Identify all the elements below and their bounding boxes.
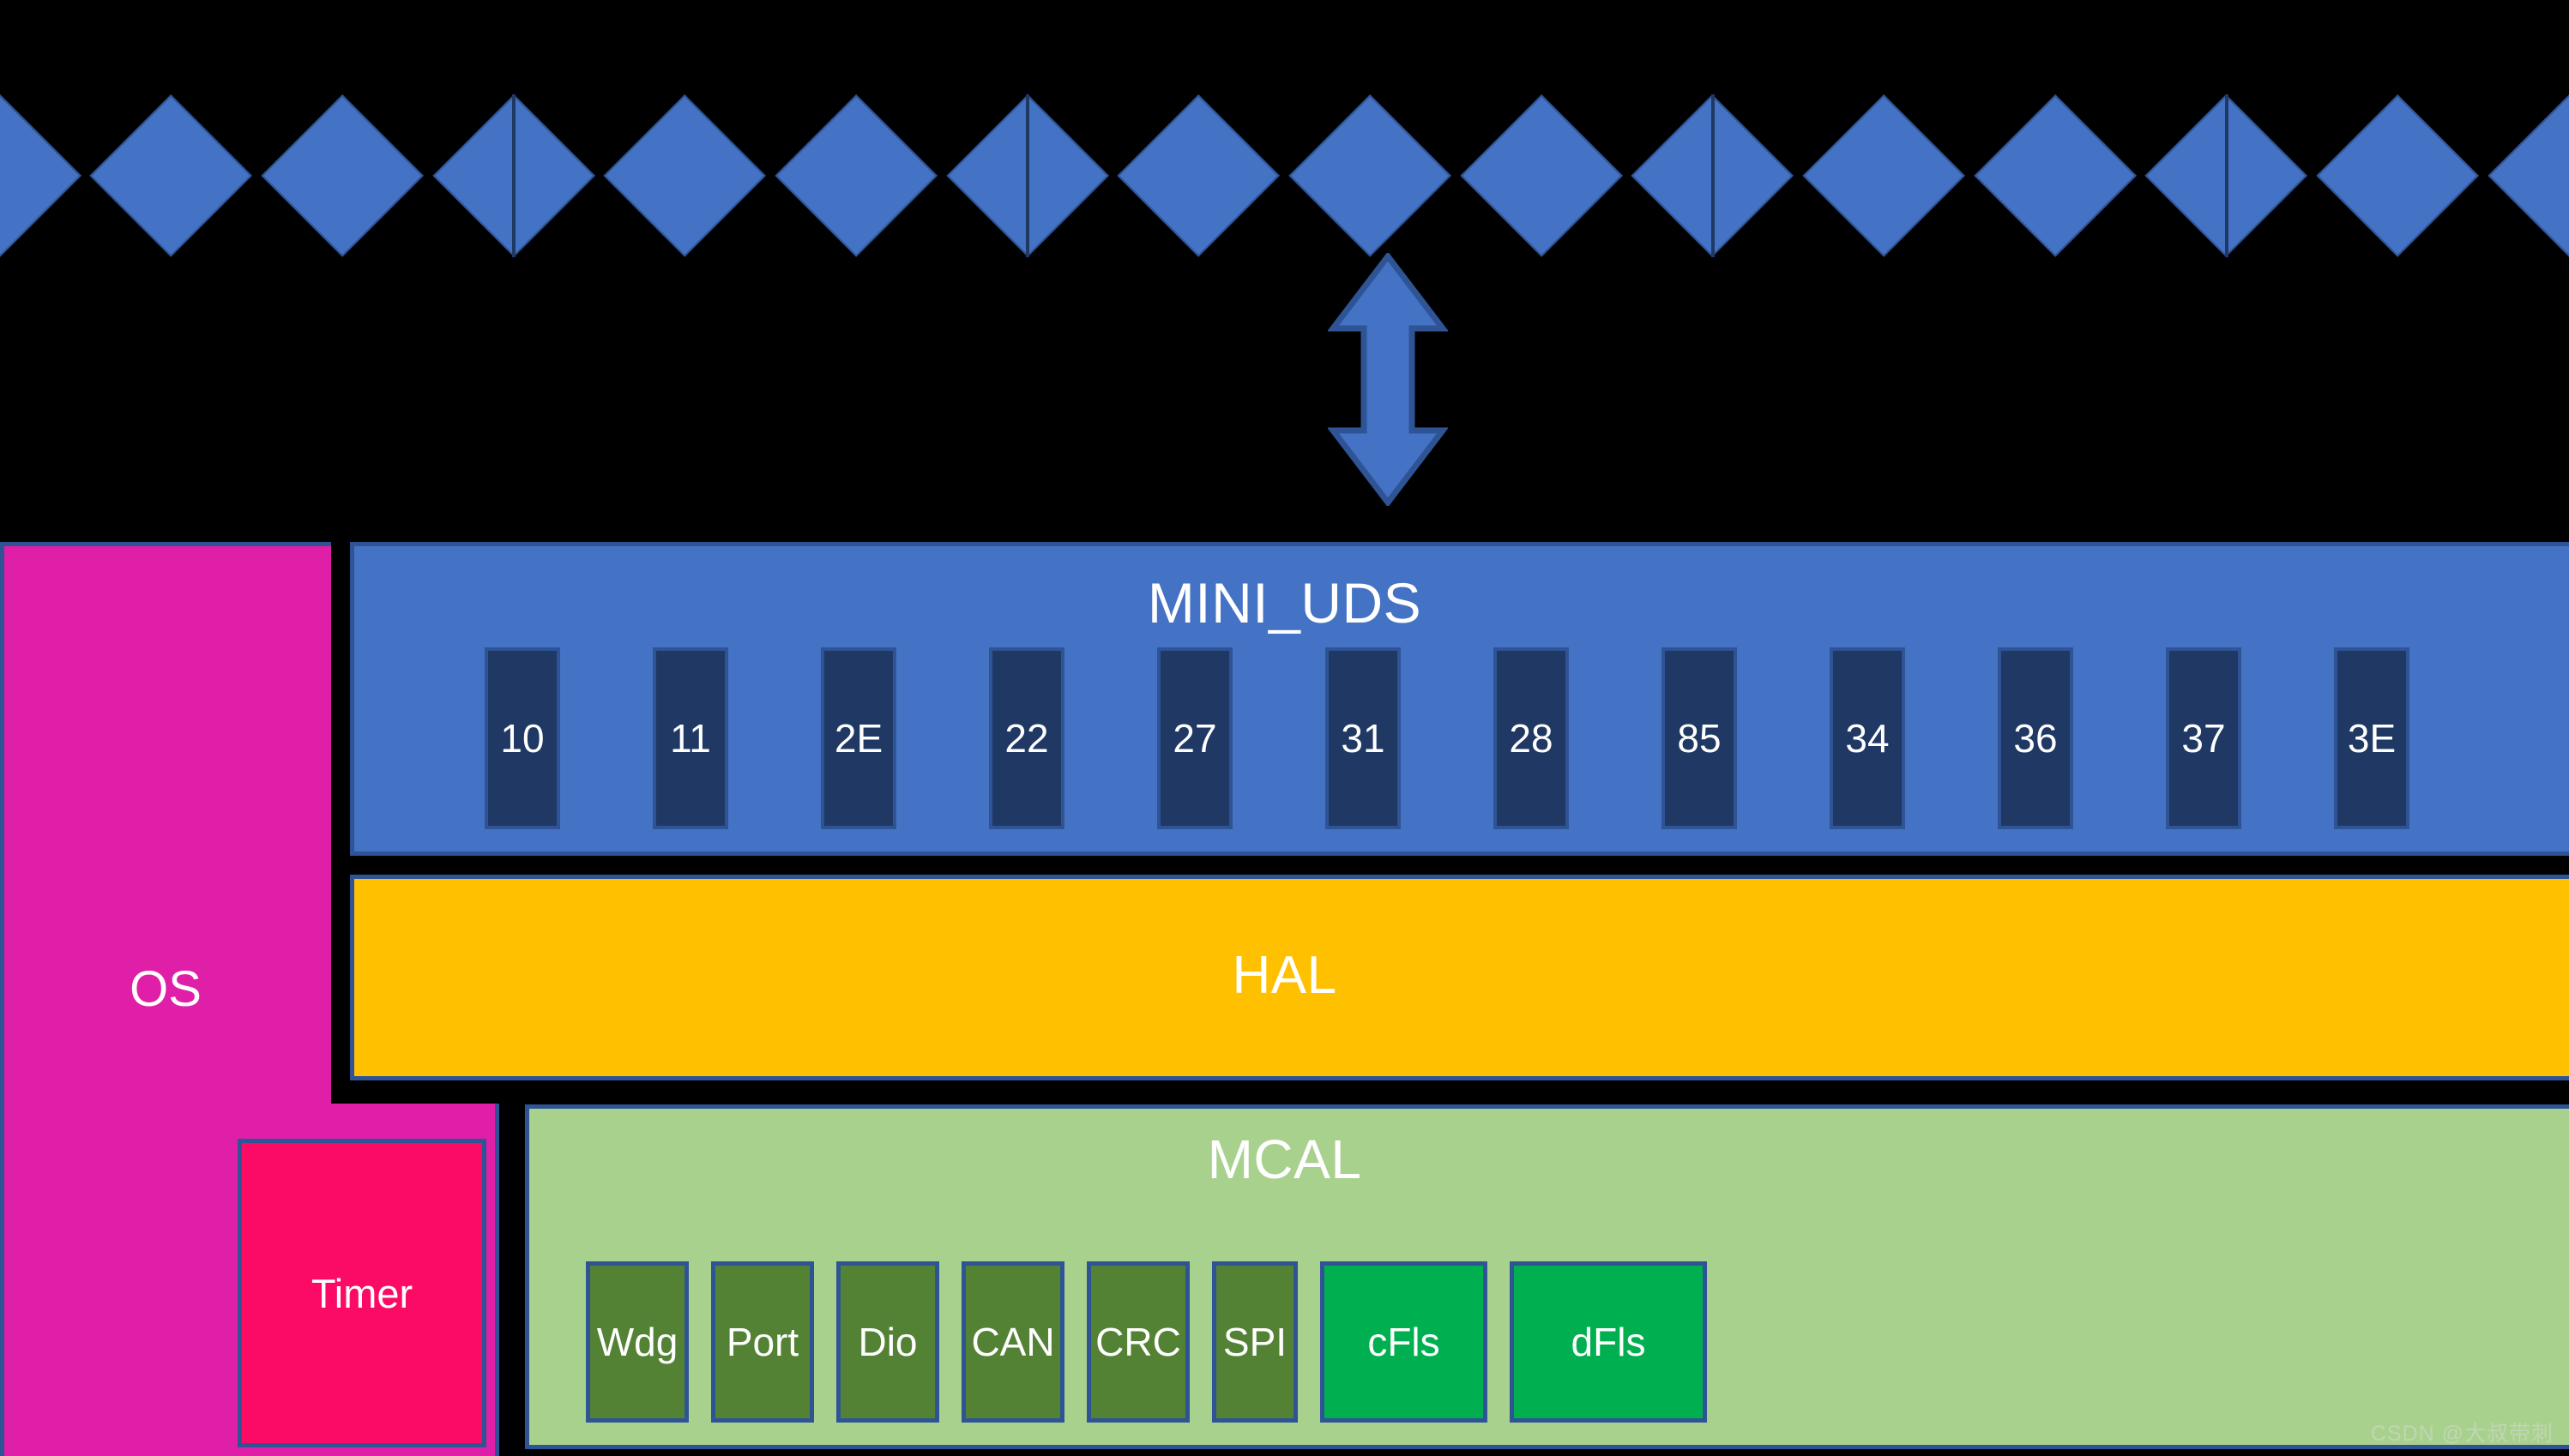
band-divider <box>2224 94 2228 257</box>
band-divider <box>512 94 516 257</box>
diamond-shape <box>1459 93 1623 257</box>
diamond-shape <box>2487 93 2569 257</box>
diamond-shape <box>0 93 81 257</box>
uds-service-box[interactable]: 36 <box>1998 647 2073 829</box>
diamond-shape <box>1802 93 1966 257</box>
mcal-module-box[interactable]: cFls <box>1320 1261 1487 1423</box>
mcal-module-box[interactable]: dFls <box>1510 1261 1707 1423</box>
uds-service-box[interactable]: 11 <box>653 647 728 829</box>
diamond-band <box>0 93 2569 257</box>
diamond-shape <box>775 93 938 257</box>
band-divider <box>1026 94 1029 257</box>
diamond-shape <box>603 93 767 257</box>
diamond-shape <box>89 93 253 257</box>
mcal-module-box[interactable]: SPI <box>1212 1261 1298 1423</box>
uds-service-box[interactable]: 2E <box>821 647 896 829</box>
os-label: OS <box>130 961 202 1017</box>
uds-service-box[interactable]: 34 <box>1830 647 1905 829</box>
uds-service-box[interactable]: 10 <box>485 647 560 829</box>
uds-service-box[interactable]: 27 <box>1157 647 1233 829</box>
mcal-module-box[interactable]: Port <box>711 1261 814 1423</box>
timer-box[interactable]: Timer <box>238 1139 486 1447</box>
uds-service-box[interactable]: 3E <box>2334 647 2409 829</box>
band-divider <box>1710 94 1715 257</box>
mcal-module-box[interactable]: Dio <box>836 1261 939 1423</box>
uds-service-box[interactable]: 85 <box>1661 647 1737 829</box>
diamond-shape <box>1973 93 2137 257</box>
os-block-upper[interactable] <box>0 542 331 1108</box>
diamond-shape <box>1288 93 1452 257</box>
diamond-shape <box>2316 93 2480 257</box>
watermark: CSDN @大叔带刺 <box>2370 1422 2554 1446</box>
double-headed-arrow-icon <box>1328 253 1448 506</box>
uds-service-box[interactable]: 22 <box>989 647 1064 829</box>
hal-block[interactable] <box>350 875 2569 1080</box>
uds-service-box[interactable]: 31 <box>1325 647 1401 829</box>
uds-service-box[interactable]: 37 <box>2166 647 2241 829</box>
diamond-shape <box>1117 93 1281 257</box>
mcal-module-box[interactable]: CRC <box>1087 1261 1190 1423</box>
mcal-module-box[interactable]: CAN <box>962 1261 1064 1423</box>
diamond-shape <box>261 93 425 257</box>
uds-service-box[interactable]: 28 <box>1493 647 1569 829</box>
mcal-module-box[interactable]: Wdg <box>586 1261 689 1423</box>
